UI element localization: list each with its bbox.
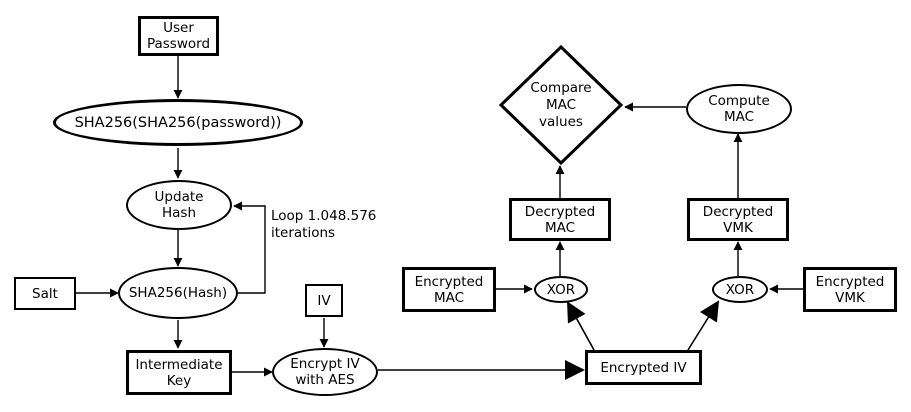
xor-left-label: XOR bbox=[546, 281, 576, 298]
salt-box: Salt bbox=[14, 277, 76, 310]
sha-double-label: SHA256(SHA256(password)) bbox=[74, 114, 282, 131]
user-password-label: User Password bbox=[146, 20, 211, 52]
intermediate-key-box: Intermediate Key bbox=[126, 350, 232, 395]
encrypt-iv-ellipse: Encrypt IV with AES bbox=[272, 348, 378, 396]
encrypted-iv-box: Encrypted IV bbox=[585, 350, 702, 385]
iv-box: IV bbox=[305, 284, 343, 317]
xor-right-label: XOR bbox=[725, 281, 755, 298]
xor-left-ellipse: XOR bbox=[534, 276, 588, 303]
update-hash-ellipse: Update Hash bbox=[126, 180, 232, 230]
arrow-encrypted-iv-to-xor-right bbox=[687, 300, 720, 351]
sha-double-ellipse: SHA256(SHA256(password)) bbox=[53, 99, 303, 146]
update-hash-label: Update Hash bbox=[154, 189, 204, 221]
loop-iterations-label: Loop 1.048.576 iterations bbox=[271, 208, 377, 241]
compute-mac-label: Compute MAC bbox=[708, 93, 770, 125]
decrypted-mac-box: Decrypted MAC bbox=[509, 198, 611, 241]
encrypted-mac-box: Encrypted MAC bbox=[402, 267, 496, 312]
encrypted-mac-label: Encrypted MAC bbox=[414, 273, 484, 306]
intermediate-key-label: Intermediate Key bbox=[135, 356, 223, 389]
encrypt-iv-label: Encrypt IV with AES bbox=[290, 356, 360, 388]
decrypted-vmk-label: Decrypted VMK bbox=[702, 203, 774, 236]
decrypted-vmk-box: Decrypted VMK bbox=[687, 198, 789, 241]
encrypted-iv-label: Encrypted IV bbox=[600, 359, 687, 376]
decrypted-mac-label: Decrypted MAC bbox=[524, 203, 596, 236]
encrypted-vmk-box: Encrypted VMK bbox=[803, 267, 897, 312]
arrow-encrypted-iv-to-xor-left bbox=[567, 301, 595, 351]
compute-mac-ellipse: Compute MAC bbox=[686, 84, 792, 134]
salt-label: Salt bbox=[32, 285, 58, 302]
iv-label: IV bbox=[317, 292, 331, 309]
compare-mac-label: Compare MAC values bbox=[530, 79, 592, 130]
user-password-box: User Password bbox=[138, 16, 219, 56]
xor-right-ellipse: XOR bbox=[712, 276, 768, 303]
sha-hash-ellipse: SHA256(Hash) bbox=[118, 267, 238, 319]
compare-mac-diamond: Compare MAC values bbox=[498, 44, 624, 166]
arrow-loop-back bbox=[233, 201, 266, 294]
encrypted-vmk-label: Encrypted VMK bbox=[815, 273, 885, 306]
diamond-shape bbox=[498, 44, 624, 166]
sha-hash-label: SHA256(Hash) bbox=[128, 285, 228, 301]
